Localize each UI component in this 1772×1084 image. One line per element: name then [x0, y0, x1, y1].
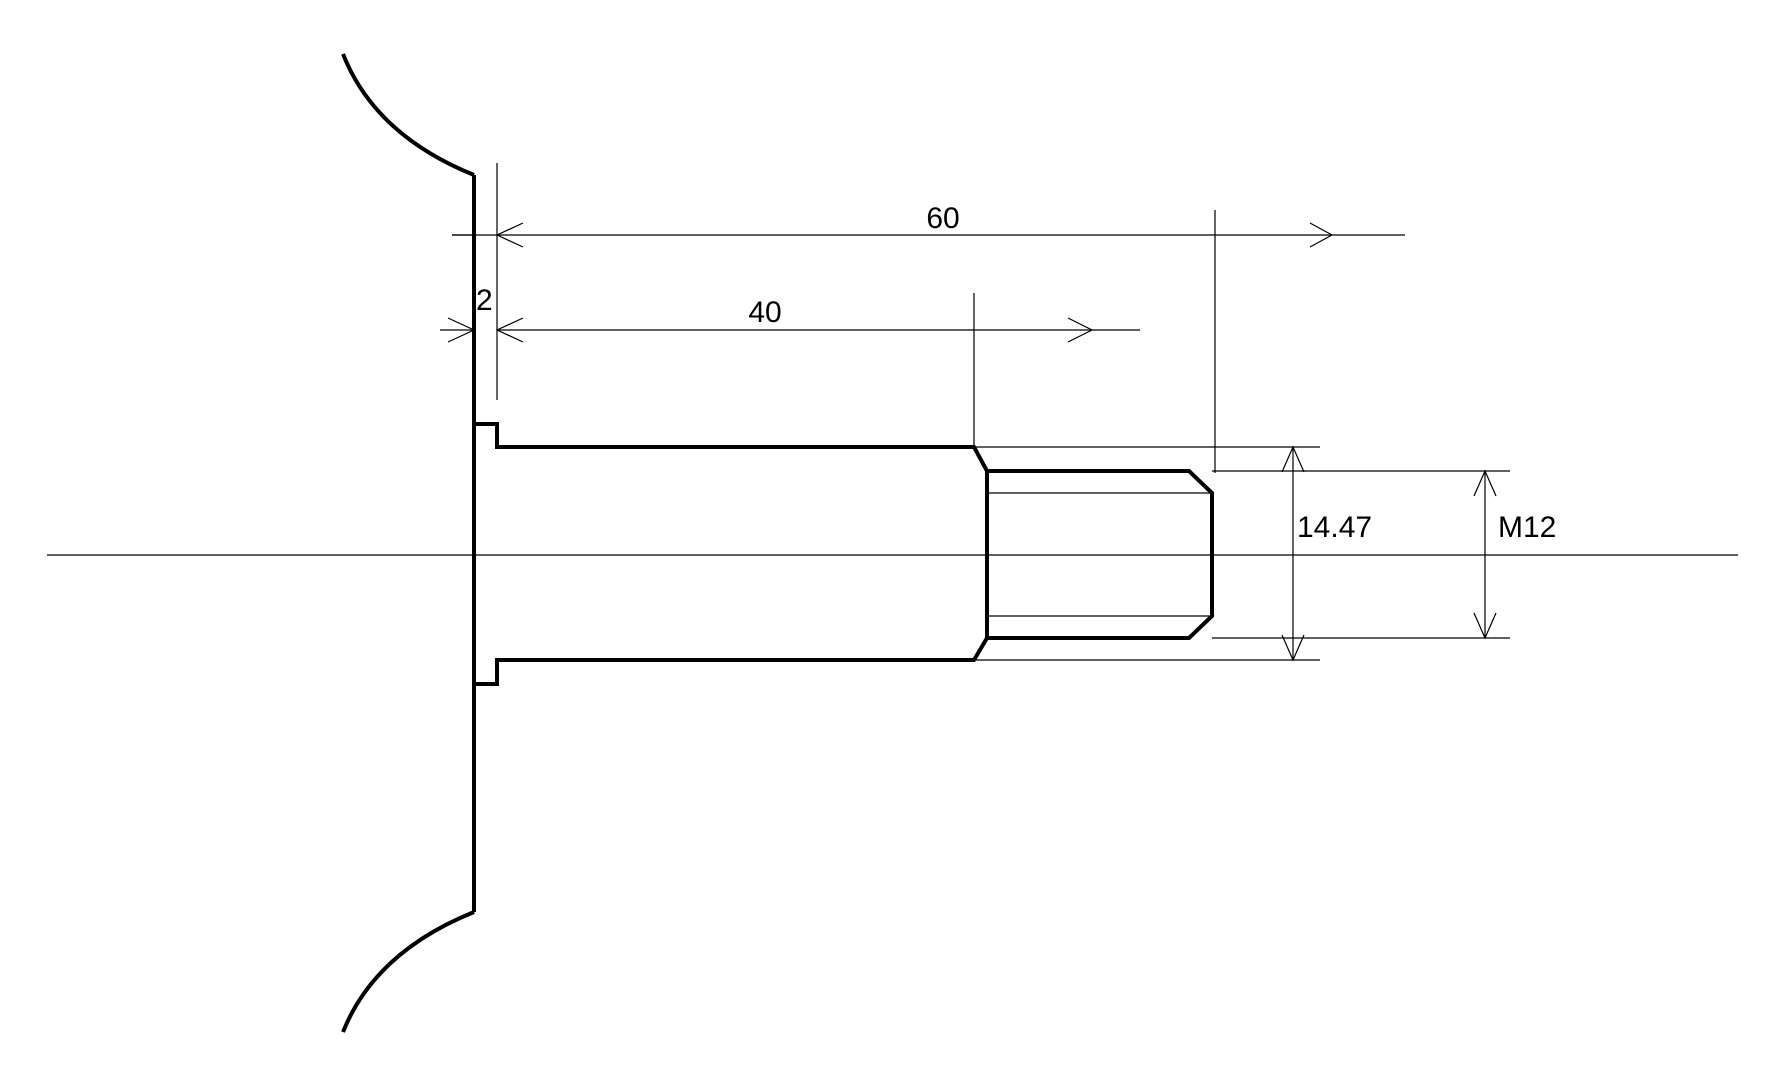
hub-lower-arc: [341, 910, 475, 1033]
hub-upper-arc: [341, 53, 475, 177]
stud-outline-top: [474, 422, 1214, 686]
extension-lines: [496, 163, 1510, 661]
dimension-label-14-47: 14.47: [1297, 511, 1372, 544]
hub-contour: [341, 53, 476, 1033]
dimension-shank-length: 40: [495, 296, 1140, 343]
stud-body: [474, 422, 1214, 686]
dimension-thread-size: M12: [1473, 469, 1556, 640]
dimension-label-m12: M12: [1498, 511, 1556, 544]
dimension-label-60: 60: [926, 202, 959, 235]
dimension-label-40: 40: [748, 296, 781, 329]
dimension-flange-offset: 2: [440, 234, 493, 343]
dimension-shank-diameter: 14.47: [1281, 445, 1372, 662]
dimension-label-2: 2: [476, 284, 493, 317]
dimension-overall-length: 60: [452, 202, 1405, 248]
